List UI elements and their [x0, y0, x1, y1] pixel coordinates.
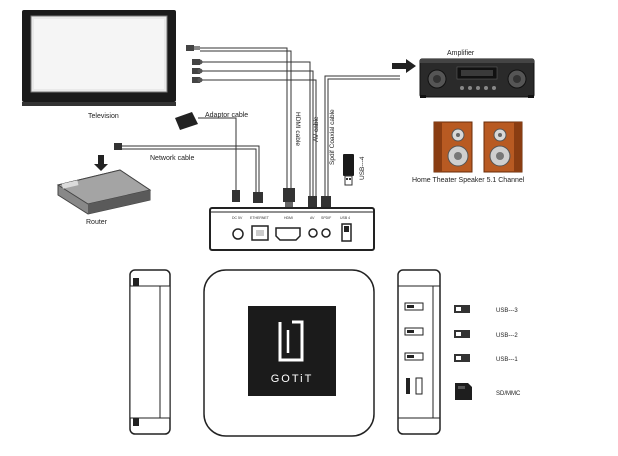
- back-panel: [209, 207, 375, 251]
- usb3-plug: [454, 305, 470, 313]
- amplifier-arrow: [392, 59, 416, 73]
- usb4-port: [341, 223, 352, 242]
- hdmi-plug: [283, 188, 295, 208]
- back-port-label-1: ETHERNET: [250, 216, 270, 220]
- hdmi-port: [275, 227, 301, 241]
- speaker-right: [483, 121, 523, 173]
- right-side-view: [397, 269, 441, 435]
- network-cable-label: Network cable: [150, 155, 194, 162]
- back-port-label-3: AV: [310, 216, 315, 220]
- speakers-label: Home Theater Speaker 5.1 Channel: [412, 177, 525, 184]
- amplifier-label: Amplifier: [447, 50, 475, 57]
- back-port-label-5: USB 4: [340, 216, 350, 220]
- back-port-label-4: SPDIF: [321, 216, 331, 220]
- spdif-port: [321, 228, 331, 238]
- tv-cables: [200, 47, 317, 205]
- television-label: Television: [88, 113, 119, 120]
- adaptor-cable-label: Adaptor cable: [205, 112, 248, 119]
- av-port: [308, 228, 318, 238]
- usb4-label: USB---4: [359, 156, 366, 180]
- tv-cable-plugs: [186, 45, 203, 83]
- power-adaptor: [175, 112, 240, 202]
- network-cable: [114, 143, 263, 203]
- av-plug: [308, 196, 317, 208]
- top-view: [203, 269, 375, 437]
- av-cable-label: AV cable: [313, 116, 320, 142]
- spdif-cable: [321, 75, 400, 208]
- side-port-label-3: SD/MMC: [496, 391, 521, 397]
- left-side-view: [129, 269, 171, 435]
- amplifier: [419, 58, 535, 98]
- television: [22, 10, 176, 106]
- router-arrow: [94, 155, 108, 171]
- usb1-plug: [454, 354, 470, 362]
- side-port-label-1: USB---2: [496, 333, 518, 339]
- back-port-label-0: DC 5V: [232, 216, 243, 220]
- spdif-cable-label: Spdif Coaxial cable: [329, 109, 336, 165]
- side-port-label-2: USB---1: [496, 357, 518, 363]
- router-label: Router: [86, 219, 108, 226]
- back-port-label-2: HDMI: [284, 216, 293, 220]
- speaker-left: [433, 121, 473, 173]
- hdmi-cable-label: HDMI cable: [294, 112, 301, 146]
- sd-slot: [406, 378, 410, 394]
- usb2-plug: [454, 330, 470, 338]
- dc-port: [232, 228, 244, 240]
- brand-name: GOTiT: [271, 373, 314, 385]
- side-port-label-0: USB---3: [496, 308, 518, 314]
- router: [56, 169, 152, 215]
- usb-drive: [343, 154, 354, 186]
- sd-card: [455, 383, 472, 400]
